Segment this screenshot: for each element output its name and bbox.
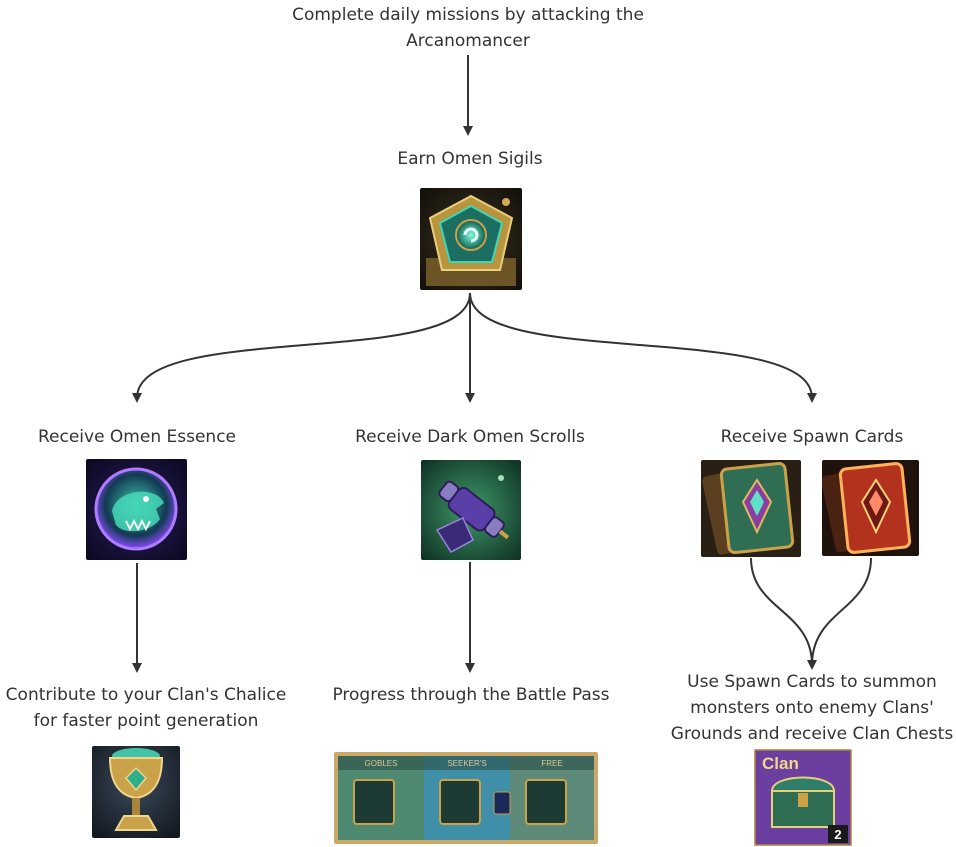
clan-chest-count: 2 — [834, 827, 841, 842]
clan-chest-label: Clan — [762, 754, 799, 773]
arrow-sigils-to-spawn — [469, 292, 817, 403]
node-earn-sigils: Earn Omen Sigils — [397, 149, 543, 169]
omen-sigil-icon — [420, 188, 522, 290]
node-receive-spawn-cards: Receive Spawn Cards — [720, 427, 904, 447]
arrow-sigils-to-essence — [132, 292, 471, 403]
clan-chalice-icon — [92, 746, 180, 838]
dark-omen-scroll-icon — [421, 460, 521, 560]
battle-pass-panel-image: GOBLES SEEKER'S FREE — [334, 752, 598, 844]
arrow-greencard-to-summon — [750, 557, 817, 670]
battle-pass-tier-2: SEEKER'S — [447, 759, 486, 768]
node-receive-scrolls: Receive Dark Omen Scrolls — [355, 427, 585, 447]
battle-pass-tier-3: FREE — [541, 759, 562, 768]
omen-essence-icon — [86, 459, 187, 560]
node-battle-pass: Progress through the Battle Pass — [332, 685, 610, 705]
node-summon-monsters: Use Spawn Cards to summon monsters onto … — [670, 672, 954, 744]
battle-pass-tier-1: GOBLES — [365, 759, 398, 768]
arrow-redcard-to-summon — [811, 557, 872, 666]
clan-chest-icon: Clan 2 — [754, 749, 852, 846]
node-contribute-chalice: Contribute to your Clan's Chalice for fa… — [5, 685, 287, 731]
node-receive-essence: Receive Omen Essence — [37, 427, 237, 447]
spawn-card-green-icon — [701, 460, 801, 557]
node-complete-missions: Complete daily missions by attacking the… — [292, 5, 644, 51]
spawn-card-red-icon — [822, 460, 919, 556]
